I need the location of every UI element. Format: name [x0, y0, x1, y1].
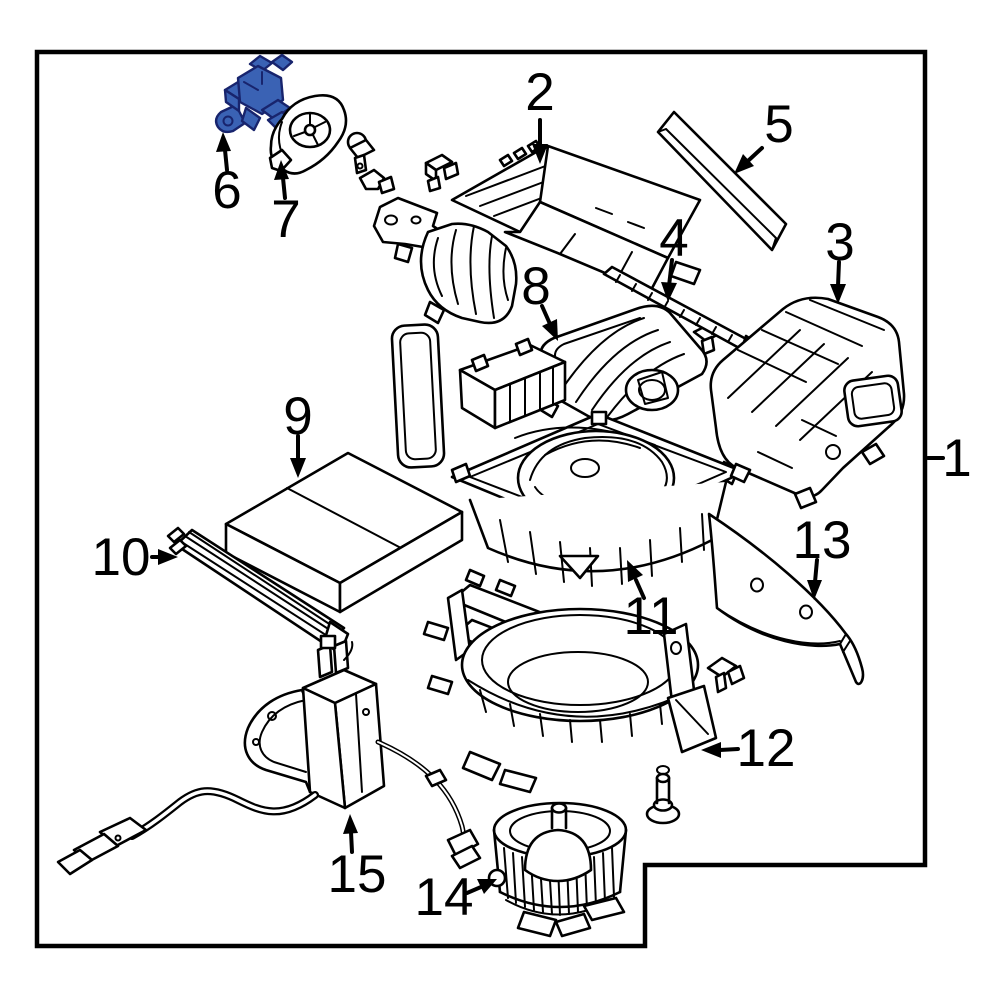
callout-8[interactable]: 8	[521, 257, 558, 341]
callout-4-label: 4	[659, 209, 688, 268]
callout-11[interactable]: 11	[623, 560, 679, 646]
callout-5[interactable]: 5	[734, 95, 794, 174]
part-2-shape-upper-duct-assembly[interactable]	[372, 139, 702, 325]
callout-1-label: 1	[942, 429, 971, 488]
callout-12-label: 12	[737, 719, 796, 778]
callout-14-label: 14	[415, 868, 474, 927]
part-11-shape-scroll-case[interactable]	[450, 410, 752, 587]
callout-9[interactable]: 9	[283, 387, 313, 478]
callout-7-label: 7	[271, 190, 300, 249]
callout-10[interactable]: 10	[92, 528, 178, 587]
callout-10-label: 10	[92, 528, 151, 587]
small-cam-and-clip-parts[interactable]	[346, 131, 396, 195]
callout-2-label: 2	[525, 63, 554, 122]
callout-6[interactable]: 6	[212, 132, 242, 220]
part-8-shape-intake-scoop[interactable]	[537, 304, 708, 422]
part-12-shape-lower-housing[interactable]	[422, 568, 718, 794]
callout-9-label: 9	[283, 387, 312, 446]
callout-6-label: 6	[212, 161, 241, 220]
callout-12[interactable]: 12	[701, 719, 795, 778]
callout-5-label: 5	[764, 95, 793, 154]
part-5-shape-seal-strip[interactable]	[656, 110, 788, 252]
part-3-shape-upper-case[interactable]	[709, 296, 906, 510]
callout-13-label: 13	[793, 511, 852, 570]
part-13-shape-cover-blade[interactable]	[707, 512, 865, 686]
bolt-shape[interactable]	[645, 765, 681, 825]
callout-8-label: 8	[521, 257, 550, 316]
callout-11-label: 11	[623, 587, 678, 646]
callout-15[interactable]: 15	[328, 814, 387, 904]
callout-4[interactable]: 4	[659, 209, 689, 302]
ribbed-duct-block-shape[interactable]	[458, 337, 567, 430]
gasket-ring-shape[interactable]	[390, 323, 446, 469]
part-14-shape-blower-motor[interactable]	[487, 801, 628, 938]
callout-2[interactable]: 2	[525, 63, 555, 164]
part-15-shape-resistor-harness[interactable]	[56, 634, 482, 876]
callout-15-label: 15	[328, 845, 387, 904]
callout-3-label: 3	[825, 213, 854, 272]
callout-1[interactable]: 1	[926, 429, 972, 488]
small-clip-part[interactable]	[706, 656, 746, 694]
callout-13[interactable]: 13	[793, 511, 852, 600]
part-6-shape-highlighted-actuator[interactable]	[214, 53, 294, 134]
callout-7[interactable]: 7	[271, 160, 301, 249]
part-7-shape-actuator[interactable]	[268, 94, 348, 175]
callout-14[interactable]: 14	[415, 868, 497, 927]
part-9-shape-filter[interactable]	[224, 451, 464, 614]
small-connector-part[interactable]	[424, 153, 460, 193]
callout-3[interactable]: 3	[825, 213, 855, 304]
